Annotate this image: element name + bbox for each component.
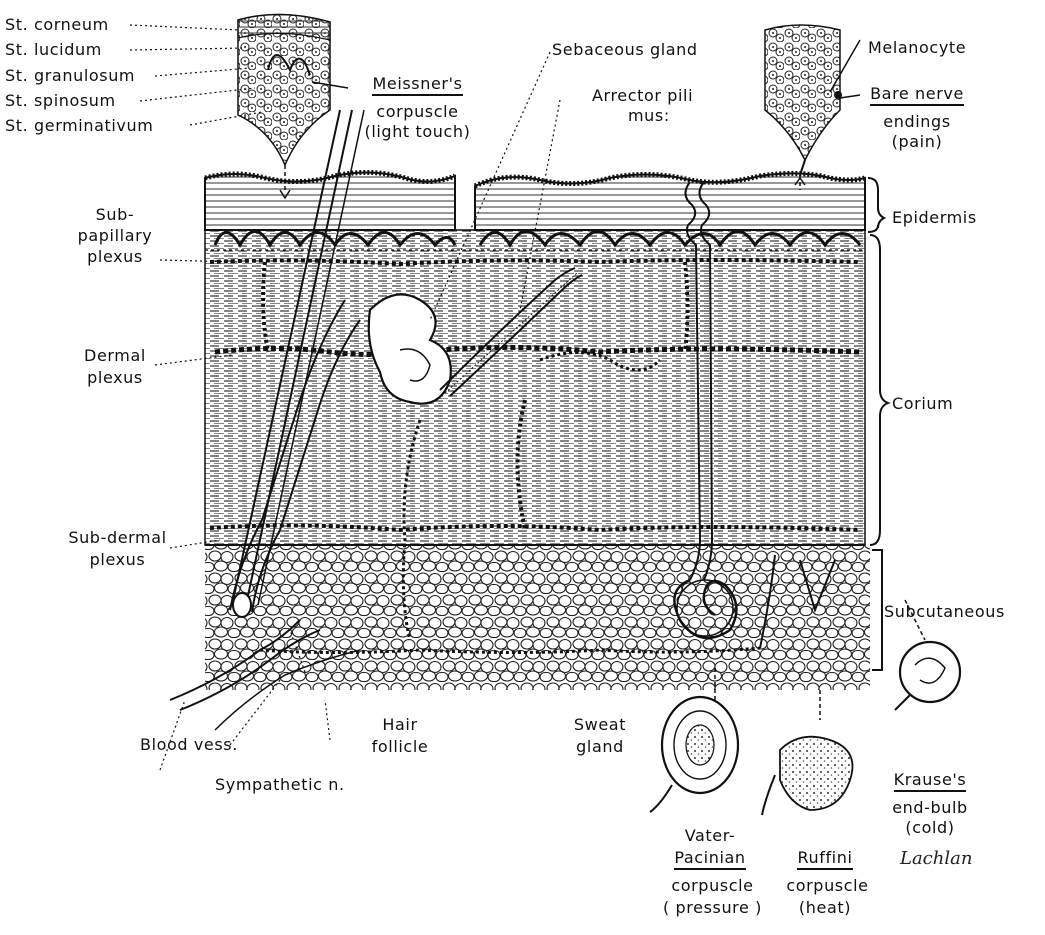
meissner-inset (238, 14, 330, 198)
region-braces (868, 178, 888, 670)
label-sweat-2: gland (560, 737, 640, 756)
label-arrector-mus: mus: (628, 106, 670, 125)
label-vater-4: ( pressure ) (650, 898, 775, 917)
label-subdermal-1: Sub-dermal (60, 528, 175, 547)
label-vater-3: corpuscle (655, 876, 770, 895)
label-krause: Krause's (880, 770, 980, 789)
subcutaneous-layer (205, 545, 870, 690)
label-ruffini: Ruffini (775, 848, 875, 867)
label-st-germinativum: St. germinativum (5, 116, 153, 135)
krause-name: Krause's (894, 770, 967, 792)
label-vater-2: Pacinian (655, 848, 765, 867)
label-vater-1: Vater- (660, 826, 760, 845)
label-meissner-corpuscle: corpuscle (350, 102, 485, 121)
label-sweat-1: Sweat (560, 715, 640, 734)
label-ruffini-3: (heat) (775, 898, 875, 917)
label-st-granulosum: St. granulosum (5, 66, 135, 85)
ruffini-corpuscle (762, 690, 853, 815)
label-krause-2: end-bulb (880, 798, 980, 817)
label-st-spinosum: St. spinosum (5, 91, 116, 110)
artist-signature: Lachlan (900, 848, 972, 869)
label-sebaceous-gland: Sebaceous gland (552, 40, 698, 59)
label-epidermis: Epidermis (892, 208, 977, 227)
label-sympathetic: Sympathetic n. (215, 775, 345, 794)
vater-name: Pacinian (674, 848, 745, 870)
label-krause-3: (cold) (880, 818, 980, 837)
melanocyte-inset (765, 25, 842, 190)
label-st-corneum: St. corneum (5, 15, 109, 34)
label-subcutaneous: Subcutaneous (884, 602, 1005, 621)
label-subpapillary-3: plexus (60, 247, 170, 266)
label-hair-2: follicle (355, 737, 445, 756)
label-subpapillary-2: papillary (60, 226, 170, 245)
label-subdermal-2: plexus (60, 550, 175, 569)
label-meissner: Meissner's (350, 74, 485, 93)
ruffini-name: Ruffini (797, 848, 852, 870)
label-arrector-pili: Arrector pili (592, 86, 693, 105)
label-ruffini-2: corpuscle (775, 876, 880, 895)
label-melanocyte: Melanocyte (868, 38, 966, 57)
label-bare-nerve: Bare nerve (862, 84, 972, 103)
meissner-name: Meissner's (372, 74, 462, 96)
label-st-lucidum: St. lucidum (5, 40, 102, 59)
label-bare-nerve-endings: endings (862, 112, 972, 131)
label-dermal-1: Dermal (65, 346, 165, 365)
label-bare-nerve-pain: (pain) (862, 132, 972, 151)
label-hair-1: Hair (355, 715, 445, 734)
label-blood-vess: Blood vess. (140, 735, 238, 754)
label-meissner-touch: (light touch) (350, 122, 485, 141)
label-dermal-2: plexus (65, 368, 165, 387)
label-corium: Corium (892, 394, 953, 413)
bare-nerve-name: Bare nerve (870, 84, 964, 106)
label-subpapillary-1: Sub- (60, 205, 170, 224)
